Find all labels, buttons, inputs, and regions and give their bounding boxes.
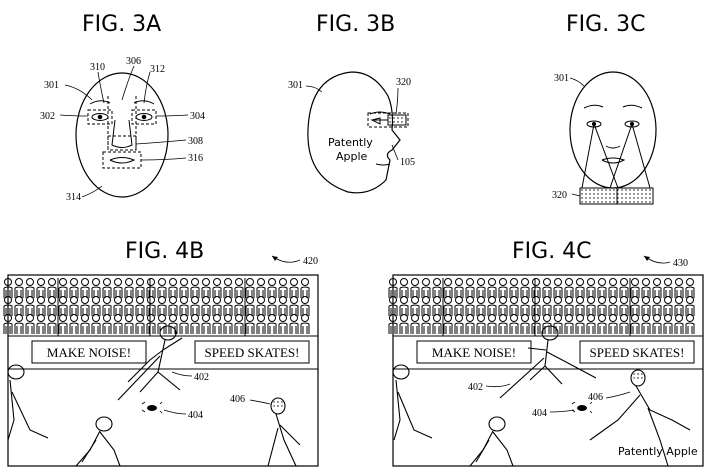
ref-406-4b: 406 [230, 394, 245, 405]
watermark-4c: Patently Apple [618, 445, 698, 458]
sensor-box-dashed [367, 112, 409, 128]
sign-right-text-4b: SPEED SKATES! [205, 345, 300, 360]
player-bottom-4b [75, 416, 121, 467]
ref-406-4c: 406 [588, 392, 603, 403]
crowd-4b [4, 279, 309, 335]
figure-3c: FIG. 3C 301 320 [552, 12, 657, 205]
ref-308: 308 [188, 136, 203, 147]
arrow-420 [272, 256, 278, 261]
player-406-helmet-dots-4b [273, 399, 283, 409]
ref-304: 304 [190, 111, 205, 122]
sign-right-text-4c: SPEED SKATES! [590, 345, 685, 360]
ref-312: 312 [150, 64, 165, 75]
puck-404-4b [141, 401, 163, 414]
figure-3b: FIG. 3B 301 320 105 Patently Apple [288, 12, 415, 194]
player-402-4c [499, 325, 597, 399]
ref-301: 301 [44, 80, 59, 91]
sign-make-noise-4c [416, 340, 532, 364]
fig-4c-leaders [485, 383, 631, 413]
crowd-dividers-4c [442, 278, 631, 336]
ref-404-4c: 404 [532, 408, 547, 419]
ref-402-4b: 402 [194, 372, 209, 383]
ref-402-4c: 402 [468, 382, 483, 393]
fig-3b-title: FIG. 3B [316, 12, 395, 37]
fig-4b-title: FIG. 4B [125, 239, 204, 264]
ref-105: 105 [400, 157, 415, 168]
head-profile-outline [307, 71, 401, 194]
figure-3a: FIG. 3A 301 310 306 312 302 304 308 31 [40, 12, 205, 203]
player-402-4b [117, 325, 183, 401]
ref-310: 310 [90, 62, 105, 73]
fig-3a-leaders [59, 65, 189, 198]
ref-301c: 301 [554, 73, 569, 84]
sign-left-text-4c: MAKE NOISE! [432, 345, 516, 360]
player-bottom-4c [469, 416, 514, 467]
player-406-4b [267, 397, 301, 467]
ref-320b: 320 [396, 77, 411, 88]
fig-3c-title: FIG. 3C [566, 12, 646, 37]
player-406-4c [589, 369, 691, 467]
ref-306: 306 [126, 56, 141, 67]
crowd-dividers-4b [57, 278, 246, 336]
puck-404-4c [571, 401, 593, 414]
gaze-rays [581, 123, 651, 189]
ref-420: 420 [303, 256, 318, 267]
ref-302: 302 [40, 111, 55, 122]
face-front-features [583, 104, 643, 164]
fig-4b-leaders [163, 371, 271, 415]
sign-speed-skates-4b [194, 340, 310, 364]
fig-3a-title: FIG. 3A [82, 12, 161, 37]
watermark-line2: Apple [336, 150, 368, 163]
fig-3b-leaders [305, 85, 399, 161]
face-outline [75, 72, 169, 198]
player-406-helmet-dots-4c [633, 371, 643, 381]
face-front-outline [569, 71, 657, 189]
ref-314: 314 [66, 192, 81, 203]
watermark-line1: Patently [328, 136, 373, 149]
ref-320c: 320 [552, 190, 567, 201]
ref-430: 430 [673, 258, 688, 269]
sign-left-text-4b: MAKE NOISE! [47, 345, 131, 360]
face-features [87, 96, 157, 169]
player-left-4b [7, 364, 49, 441]
sign-speed-skates-4c [579, 340, 695, 364]
figure-4b: FIG. 4B 420 MAKE NOISE! SPEED SKATES! [4, 239, 319, 467]
ref-316: 316 [188, 153, 203, 164]
sensor-320 [387, 114, 407, 126]
arrow-430 [644, 256, 650, 261]
player-left-4c [392, 364, 433, 441]
fig-4c-title: FIG. 4C [512, 239, 592, 264]
crowd-4c [389, 279, 694, 335]
sign-make-noise-4b [31, 340, 147, 364]
figure-4c: FIG. 4C 430 MAKE NOISE! SPEED SKATES! [389, 239, 704, 467]
fig-3c-leaders [569, 77, 585, 197]
ref-301b: 301 [288, 80, 303, 91]
ref-404-4b: 404 [188, 410, 203, 421]
